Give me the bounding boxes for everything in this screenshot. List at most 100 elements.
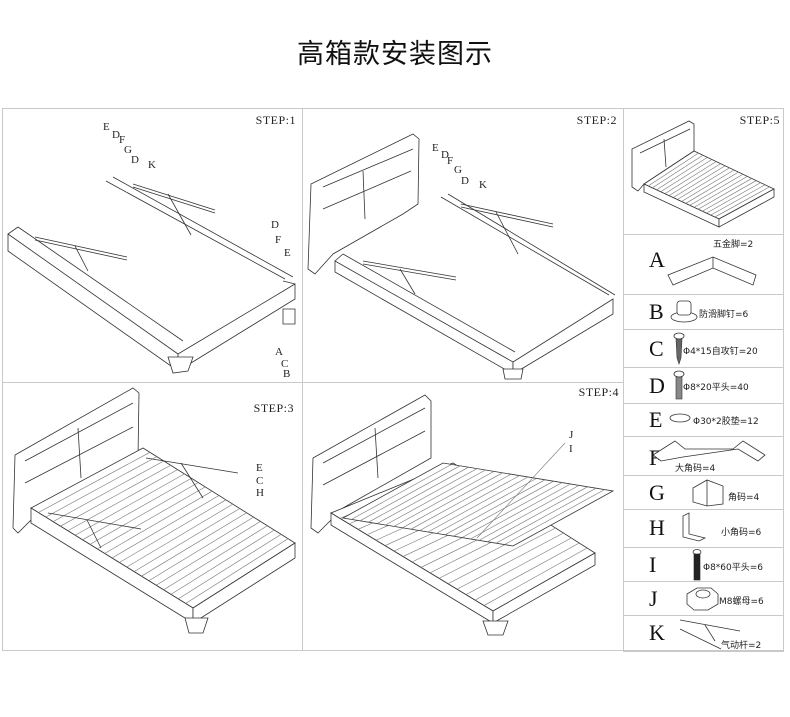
- callout-k: K: [148, 159, 156, 171]
- slat-line: [504, 489, 605, 545]
- callout-f: F: [119, 134, 126, 146]
- callout-j: J: [569, 429, 574, 441]
- corner-bracket-icon: [692, 479, 724, 507]
- slat-line: [104, 490, 213, 554]
- callout-d: D: [112, 129, 120, 141]
- slat-line: [693, 176, 748, 208]
- callout-k: K: [479, 179, 487, 191]
- part-letter: B: [649, 299, 664, 324]
- slat-line: [681, 169, 735, 202]
- slat-line: [148, 516, 254, 581]
- long-bolt-icon: [692, 549, 702, 581]
- page-title: 高箱款安装图示: [297, 39, 493, 70]
- step-label: STEP:5: [739, 113, 780, 127]
- column-divider: [623, 108, 624, 651]
- part-row-c: C Φ4*15自攻钉=20: [623, 330, 784, 368]
- slat-line: [453, 480, 554, 537]
- part-row-g: G 角码=4: [623, 476, 784, 510]
- callout-e: E: [432, 142, 439, 154]
- slat-line: [677, 167, 730, 200]
- lifted-slat-platform: [351, 464, 605, 545]
- slat-line: [685, 171, 739, 204]
- rubber-washer-icon: [669, 413, 691, 423]
- part-label: Φ8*60平头=6: [703, 563, 764, 573]
- bed-slats: [38, 452, 289, 604]
- slat-line: [664, 161, 717, 194]
- callout-c: C: [281, 358, 289, 370]
- large-bracket-icon: [652, 440, 766, 462]
- slat-line: [178, 534, 282, 600]
- slat-line: [170, 529, 275, 595]
- slat-line: [673, 165, 726, 198]
- bed-frame-step3-illustration: [12, 387, 296, 634]
- slat-line: [82, 477, 192, 541]
- slat-line: [393, 471, 495, 527]
- slat-line: [119, 499, 227, 563]
- column-divider: [302, 108, 303, 651]
- part-row-j: J M8螺母=6: [623, 582, 784, 616]
- bed-frame-step1-illustration: [7, 176, 296, 374]
- part-label: Φ30*2胶垫=12: [693, 417, 759, 427]
- step-label: STEP:1: [255, 113, 296, 127]
- callout-f: F: [447, 155, 454, 167]
- callout-g: G: [124, 144, 132, 156]
- slat-line: [38, 452, 151, 513]
- callout-d: D: [271, 219, 279, 231]
- part-letter: E: [649, 407, 663, 432]
- slat-line: [714, 186, 770, 218]
- assembled-bed-illustration: [631, 120, 775, 228]
- slat-line: [75, 473, 185, 536]
- callout-d: D: [441, 149, 449, 161]
- slat-line: [97, 486, 206, 550]
- step-label: STEP:3: [253, 401, 294, 415]
- slat-line: [376, 468, 478, 524]
- slat-line: [474, 542, 580, 601]
- part-letter: H: [649, 515, 665, 540]
- slat-line: [483, 547, 588, 606]
- part-letter: A: [649, 247, 665, 272]
- slat-line: [126, 503, 233, 568]
- step-5-panel: STEP:5: [624, 109, 784, 234]
- slat-line: [495, 487, 597, 544]
- callout-a: A: [275, 346, 283, 358]
- slat-line: [368, 466, 469, 523]
- callout-i: I: [569, 443, 573, 455]
- slat-line: [156, 521, 261, 586]
- slat-line: [470, 483, 571, 540]
- slat-line: [465, 537, 572, 595]
- part-row-b: B 防滑脚钉=6: [623, 295, 784, 330]
- callout-h: H: [256, 487, 264, 499]
- slat-line: [419, 475, 520, 531]
- slat-line: [402, 472, 503, 529]
- flat-head-bolt-icon: [673, 370, 685, 400]
- slat-line: [436, 478, 537, 534]
- step-1-panel: STEP:1 E D F G D K D F E A C B: [3, 109, 302, 382]
- bed-frame-step4-illustration: [310, 394, 615, 636]
- slat-line: [698, 178, 752, 210]
- slat-line: [487, 486, 588, 543]
- slat-line: [710, 184, 766, 216]
- slat-line: [456, 532, 564, 590]
- part-label: M8螺母=6: [719, 597, 764, 607]
- part-row-e: E Φ30*2胶垫=12: [623, 404, 784, 437]
- slat-line: [668, 163, 721, 196]
- part-letter: D: [649, 373, 665, 398]
- part-row-h: H 小角码=6: [623, 510, 784, 548]
- slat-line: [660, 159, 712, 193]
- slat-line: [656, 157, 708, 191]
- callout-e: E: [284, 247, 291, 259]
- slat-line: [60, 465, 171, 527]
- callout-d: D: [461, 175, 469, 187]
- part-row-i: I Φ8*60平头=6: [623, 548, 784, 582]
- hex-nut-icon: [686, 587, 719, 611]
- step-2-panel: STEP:2 E D F G D K: [303, 109, 623, 382]
- slat-line: [351, 464, 452, 520]
- part-letter: G: [649, 480, 665, 505]
- self-tapping-screw-icon: [673, 332, 685, 365]
- callout-b: B: [283, 368, 291, 380]
- part-label: Φ8*20平头=40: [683, 383, 749, 393]
- slat-line: [111, 495, 220, 559]
- part-row-d: D Φ8*20平头=40: [623, 368, 784, 404]
- slat-line: [52, 460, 164, 522]
- slat-line: [163, 525, 268, 591]
